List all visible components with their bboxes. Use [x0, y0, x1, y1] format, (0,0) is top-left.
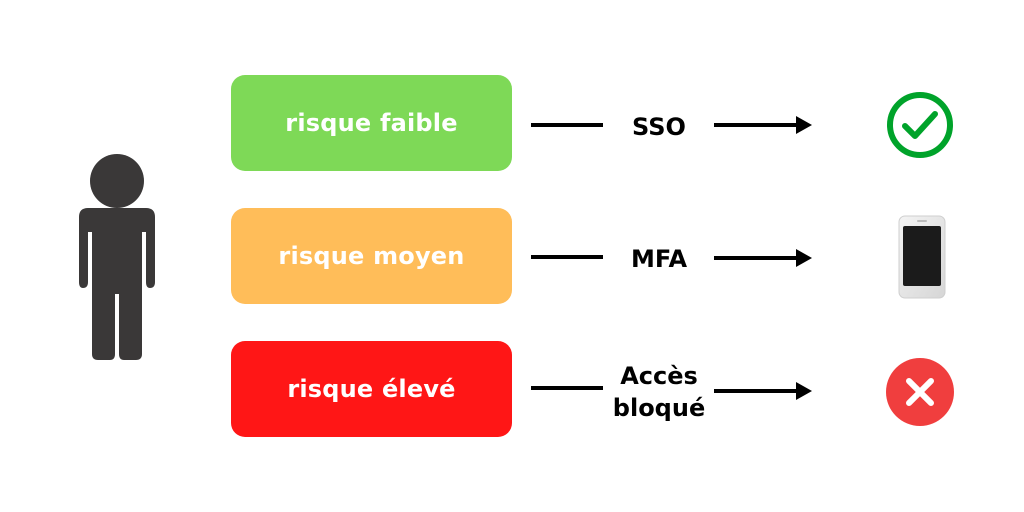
risk-box-low: risque faible [231, 75, 512, 171]
arrow-medium [714, 249, 812, 267]
risk-label-low: risque faible [285, 109, 458, 137]
method-label-blocked: Accès bloqué [605, 360, 713, 424]
arrow-low [714, 116, 812, 134]
risk-box-high: risque élevé [231, 341, 512, 437]
connector-line-high [531, 386, 603, 390]
method-label-sso: SSO [632, 113, 686, 141]
risk-box-medium: risque moyen [231, 208, 512, 304]
smartphone-icon [898, 215, 946, 299]
cross-icon [886, 358, 954, 426]
connector-line-medium [531, 255, 603, 259]
connector-line-low [531, 123, 603, 127]
method-label-blocked-line2: bloqué [612, 394, 706, 422]
check-icon [887, 92, 953, 158]
method-label-blocked-line1: Accès [620, 362, 698, 390]
risk-label-high: risque élevé [287, 375, 456, 403]
person-icon [79, 154, 155, 360]
method-label-mfa: MFA [630, 245, 688, 273]
risk-label-medium: risque moyen [278, 242, 465, 270]
arrow-high [714, 382, 812, 400]
